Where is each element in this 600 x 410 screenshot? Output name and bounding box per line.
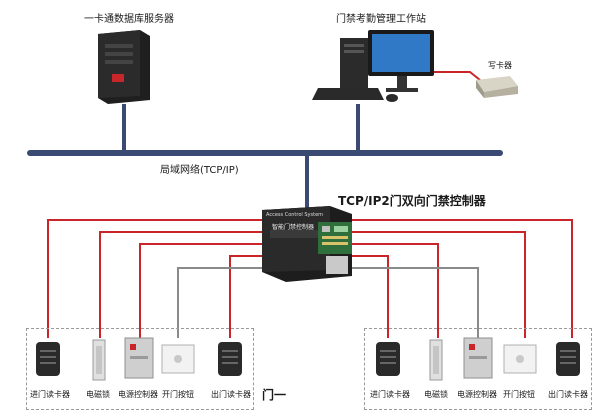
left-exit-reader-icon: [218, 342, 242, 376]
left-entry-reader-icon: [36, 342, 60, 376]
workstation-icon: [312, 30, 434, 102]
controller-panel-name: 智能门禁控制器: [272, 224, 315, 231]
right-exit-reader-label: 出门读卡器: [548, 390, 588, 399]
wiring-diagram: [27, 30, 580, 381]
card-writer-icon: [476, 76, 518, 98]
left-exit-reader-label: 出门读卡器: [211, 390, 251, 399]
controller-box-icon: [262, 206, 352, 282]
right-power-supply-icon: [463, 337, 493, 379]
right-maglock-icon: [429, 339, 443, 381]
left-power-supply-label: 电源控制器: [118, 390, 158, 399]
server-icon: [98, 30, 150, 104]
right-door-wiring: [352, 219, 573, 338]
left-maglock-label: 电磁锁: [86, 390, 110, 399]
network-label: 局域网络(TCP/IP): [160, 165, 239, 176]
right-power-supply-label: 电源控制器: [457, 390, 497, 399]
controller-panel-brand: Access Control System: [266, 212, 324, 218]
workstation-label: 门禁考勤管理工作站: [336, 14, 426, 25]
server-label: 一卡通数据库服务器: [84, 14, 174, 25]
left-exit-button-label: 开门按钮: [162, 390, 194, 399]
right-exit-button-label: 开门按钮: [503, 390, 535, 399]
right-door-wiring-gray: [352, 267, 479, 338]
right-entry-reader-icon: [376, 342, 400, 376]
right-exit-button-icon: [503, 344, 537, 374]
card-writer-cable: [420, 71, 481, 81]
right-exit-reader-icon: [556, 342, 580, 376]
right-entry-reader-label: 进门读卡器: [370, 390, 410, 399]
left-entry-reader-label: 进门读卡器: [30, 390, 70, 399]
left-maglock-icon: [92, 339, 106, 381]
left-exit-button-icon: [161, 344, 195, 374]
left-door-wiring: [47, 219, 262, 338]
left-power-supply-icon: [124, 337, 154, 379]
door-one-label: 门一: [262, 388, 287, 402]
card-writer-label: 写卡器: [488, 61, 512, 70]
left-door-wiring-gray: [177, 267, 262, 338]
controller-title: TCP/IP2门双向门禁控制器: [338, 194, 486, 208]
right-maglock-label: 电磁锁: [424, 390, 448, 399]
